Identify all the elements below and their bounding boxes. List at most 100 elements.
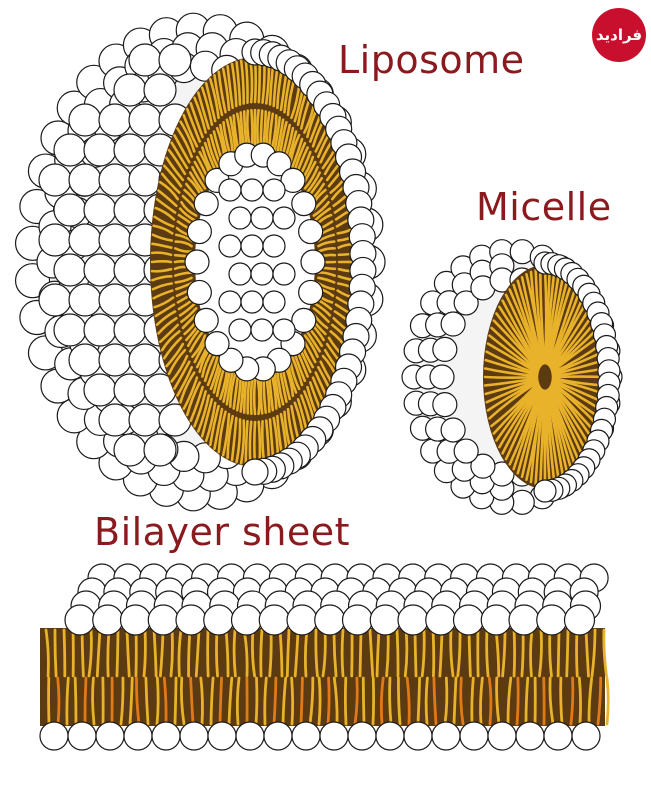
lipid-tail <box>398 678 400 724</box>
brand-logo: فرادید <box>592 8 646 62</box>
lipid-head <box>320 722 348 750</box>
lipid-tail <box>254 380 255 414</box>
lipid-head <box>84 194 116 226</box>
lipid-head <box>114 74 146 106</box>
lipid-head <box>68 722 96 750</box>
lipid-head <box>534 480 556 502</box>
lipid-head <box>299 280 323 304</box>
lipid-head <box>65 605 95 635</box>
lipid-head <box>114 194 146 226</box>
lipid-tail <box>363 678 364 724</box>
lipid-tail <box>345 678 346 724</box>
lipid-head <box>99 164 131 196</box>
lipid-head <box>251 319 273 341</box>
lipid-tail <box>489 678 491 724</box>
lipid-tail <box>261 380 262 414</box>
lipid-head <box>292 722 320 750</box>
lipid-head <box>219 235 241 257</box>
lipid-tail <box>360 630 361 676</box>
liposome-illustration <box>16 13 385 511</box>
lipid-head <box>99 284 131 316</box>
lipid-tail <box>522 630 523 676</box>
lipid-head <box>93 605 123 635</box>
lipid-head <box>219 291 241 313</box>
lipid-head <box>241 291 263 313</box>
lipid-head <box>187 280 211 304</box>
lipid-head <box>263 291 285 313</box>
lipid-head <box>441 312 465 336</box>
lipid-head <box>208 722 236 750</box>
lipid-tail <box>405 630 407 676</box>
lipid-head <box>69 104 101 136</box>
lipid-tail <box>567 630 568 676</box>
lipid-head <box>273 319 295 341</box>
lipid-head <box>69 224 101 256</box>
lipid-tail <box>237 678 239 724</box>
lipid-head <box>454 605 484 635</box>
lipid-head <box>69 344 101 376</box>
lipid-tail <box>250 422 251 465</box>
lipid-tail <box>487 630 488 676</box>
lipid-head <box>232 605 262 635</box>
lipid-head <box>54 134 86 166</box>
lipid-head <box>114 374 146 406</box>
lipid-tail <box>216 630 217 676</box>
lipid-head <box>343 605 373 635</box>
lipid-head <box>229 207 251 229</box>
lipid-head <box>287 605 317 635</box>
lipid-tail <box>201 678 203 724</box>
lipid-head <box>301 250 325 274</box>
lipid-head <box>187 220 211 244</box>
lipid-tail <box>152 261 171 262</box>
lipid-head <box>370 605 400 635</box>
lipid-tail <box>485 377 537 378</box>
lipid-tail <box>316 630 318 676</box>
lipid-head <box>263 235 285 257</box>
lipid-head <box>144 74 176 106</box>
lipid-head <box>259 605 289 635</box>
lipid-head <box>204 605 234 635</box>
lipid-head <box>315 605 345 635</box>
lipid-tail <box>390 678 391 724</box>
lipid-head <box>251 207 273 229</box>
lipid-tail <box>328 678 329 724</box>
bilayer-sheet-label: Bilayer sheet <box>94 510 350 554</box>
lipid-tail <box>175 678 176 724</box>
lipid-head <box>54 194 86 226</box>
lipid-head <box>144 434 176 466</box>
lipid-tail <box>251 110 252 144</box>
lipid-tail <box>373 678 374 724</box>
lipid-tail <box>256 678 257 724</box>
lipid-head <box>194 308 218 332</box>
lipid-head <box>273 263 295 285</box>
lipid-tail <box>64 630 65 676</box>
lipid-tail <box>418 678 420 724</box>
lipid-head <box>129 164 161 196</box>
lipid-head <box>129 104 161 136</box>
lipid-tail <box>561 678 562 724</box>
lipid-tail <box>144 630 145 676</box>
lipid-head <box>99 104 131 136</box>
lipid-head <box>129 404 161 436</box>
lipid-head <box>516 722 544 750</box>
lipid-head <box>99 404 131 436</box>
lipid-head <box>54 254 86 286</box>
lipid-head <box>124 722 152 750</box>
lipid-tail <box>251 380 252 414</box>
lipid-tail <box>93 678 94 724</box>
lipid-tail <box>287 630 289 676</box>
lipid-tail <box>108 630 109 676</box>
lipid-head <box>430 365 454 389</box>
lipid-tail <box>67 678 68 724</box>
lipid-head <box>129 44 161 76</box>
lipid-head <box>39 164 71 196</box>
lipid-tail <box>259 59 260 102</box>
lipid-head <box>129 344 161 376</box>
lipid-head <box>460 722 488 750</box>
lipid-head <box>509 605 539 635</box>
lipid-tail <box>319 678 320 724</box>
lipid-head <box>39 224 71 256</box>
lipid-tail <box>531 630 532 676</box>
lipid-head <box>180 722 208 750</box>
